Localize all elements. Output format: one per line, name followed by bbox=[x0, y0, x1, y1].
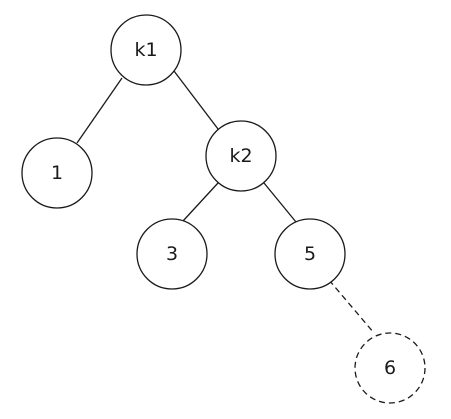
edge-k2-5 bbox=[263, 182, 297, 223]
edge-k1-k2 bbox=[173, 70, 219, 130]
node-3: 3 bbox=[136, 218, 208, 290]
node-1-label: 1 bbox=[51, 162, 63, 184]
node-5: 5 bbox=[274, 218, 346, 290]
node-k2-label: k2 bbox=[229, 145, 252, 167]
node-k2: k2 bbox=[205, 120, 277, 192]
node-6-label: 6 bbox=[384, 357, 396, 379]
node-1: 1 bbox=[21, 137, 93, 209]
edge-k2-3 bbox=[182, 182, 219, 222]
tree-nodes: k1 1 k2 3 5 6 bbox=[21, 14, 426, 404]
node-6: 6 bbox=[354, 332, 426, 404]
node-k1: k1 bbox=[110, 14, 182, 86]
edge-5-6 bbox=[328, 279, 375, 334]
tree-edges bbox=[76, 70, 375, 334]
edge-k1-1 bbox=[76, 77, 123, 144]
node-3-label: 3 bbox=[166, 243, 178, 265]
node-k1-label: k1 bbox=[134, 39, 157, 61]
node-5-label: 5 bbox=[304, 243, 316, 265]
